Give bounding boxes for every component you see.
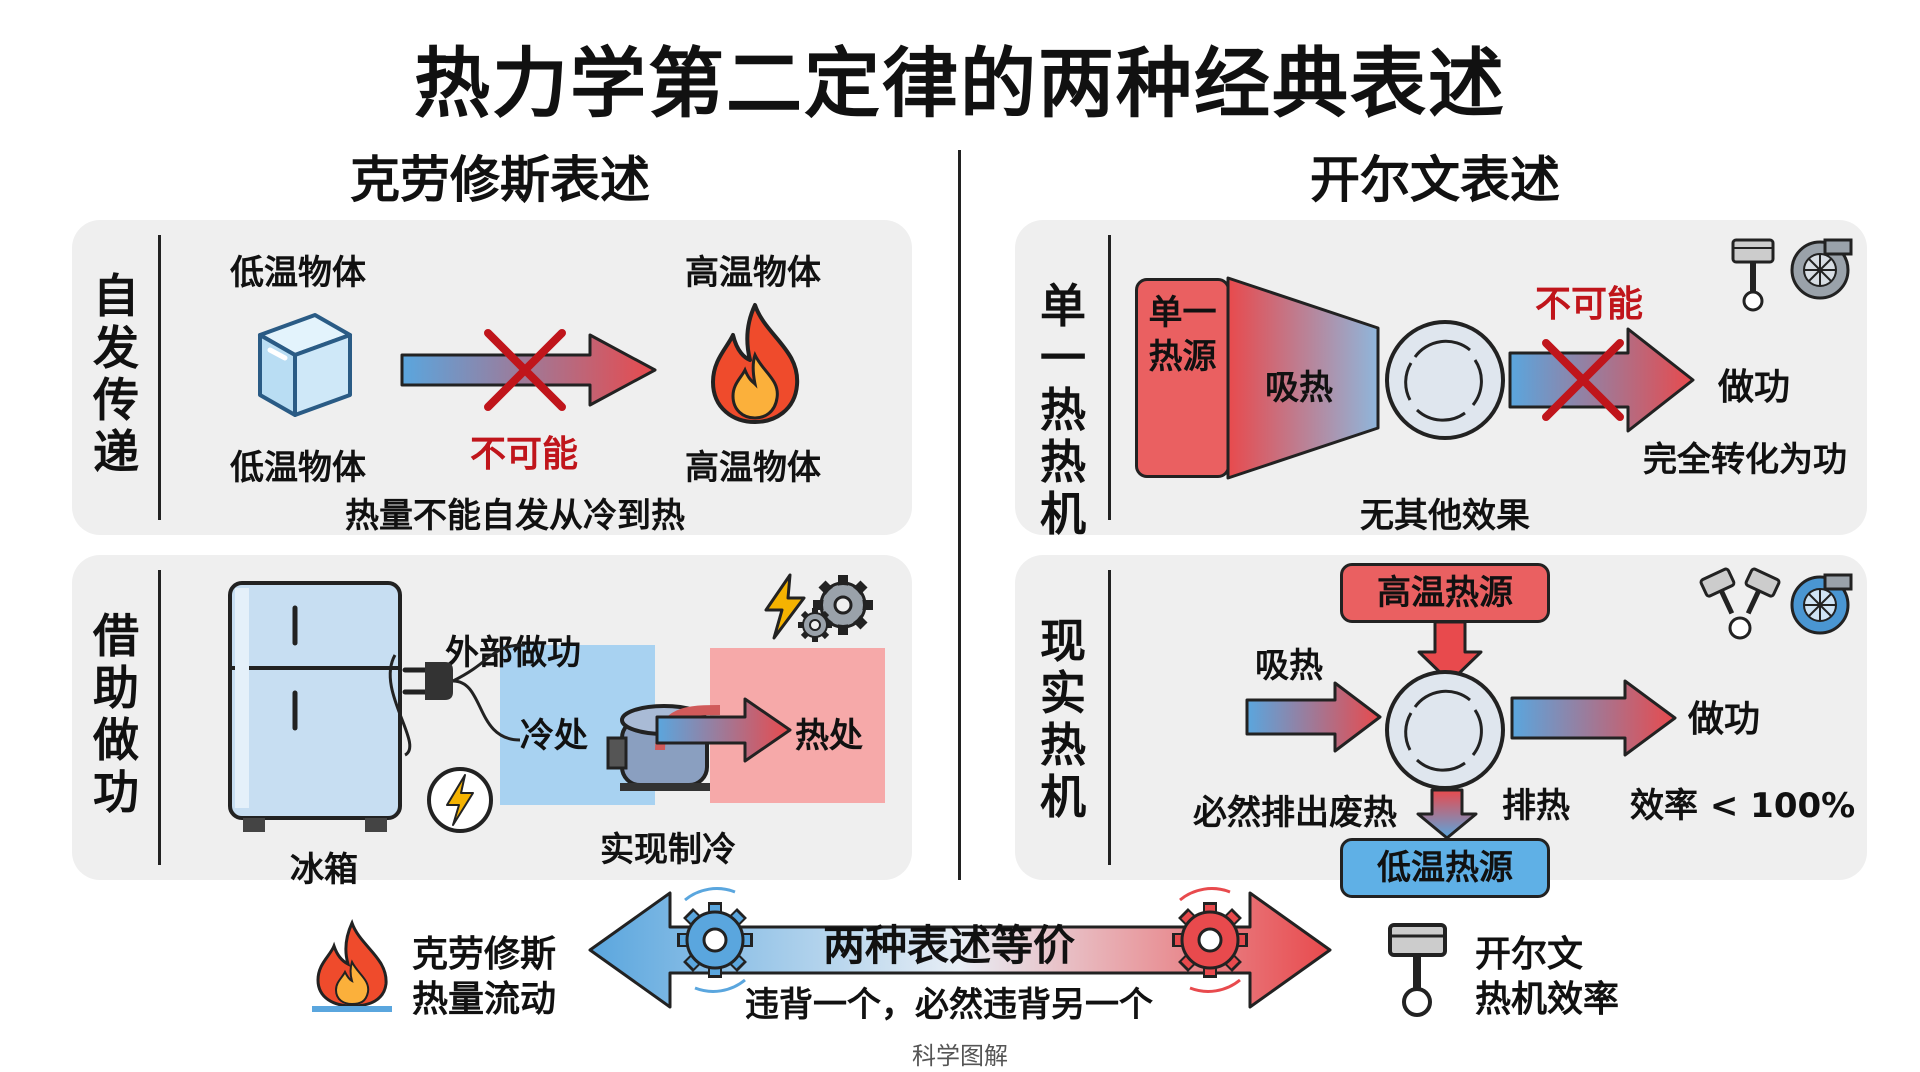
cold-reservoir-box: 低温热源: [1340, 838, 1550, 898]
lightning-icon: [427, 767, 493, 833]
kelvin-legend-line1: 开尔文: [1475, 934, 1584, 975]
kelvin-title: 开尔文表述: [1310, 151, 1560, 209]
center-divider: [958, 150, 961, 880]
footer-caption: 科学图解: [912, 1042, 1008, 1070]
hot-zone-label: 热处: [795, 716, 863, 756]
panel-divider: [158, 570, 161, 865]
single-absorb-label: 吸热: [1265, 368, 1333, 408]
turbine-icon: [1790, 238, 1853, 300]
hot-object-label-top: 高温物体: [685, 253, 821, 293]
real-engine-side-label: 现实热机: [1040, 614, 1086, 824]
single-engine-side-label: 单一热热机: [1040, 279, 1086, 541]
spontaneous-caption: 热量不能自发从冷到热: [345, 496, 685, 536]
hot-reservoir-label: 高温热源: [1377, 573, 1513, 613]
violation-caption: 违背一个，必然违背另一个: [745, 985, 1153, 1025]
cold-object-label-bottom: 低温物体: [230, 448, 366, 488]
engine-cycle-icon: [1385, 670, 1505, 790]
no-other-effect-caption: 无其他效果: [1360, 496, 1530, 536]
impossible-label-kelvin: 不可能: [1535, 284, 1644, 325]
efficiency-label: 效率 < 100%: [1630, 786, 1856, 826]
equivalence-label: 两种表述等价: [823, 921, 1076, 970]
panel-divider: [1108, 570, 1111, 865]
cooling-result-label: 实现制冷: [600, 830, 736, 870]
clausius-legend-line2: 热量流动: [412, 979, 557, 1020]
cross-icon: [1542, 339, 1624, 421]
engine-cycle-icon: [1385, 320, 1505, 440]
absorb-heat-arrow: [1245, 681, 1382, 753]
hot-reservoir-box: 高温热源: [1340, 563, 1550, 623]
real-work-arrow: [1510, 679, 1677, 757]
refrigerator-icon: [228, 581, 402, 832]
equivalence-double-arrow: [588, 891, 1332, 1009]
main-title: 热力学第二定律的两种经典表述: [414, 39, 1506, 128]
absorb-funnel: [1226, 276, 1380, 480]
waste-heat-label: 必然排出废热: [1193, 793, 1397, 833]
cold-object-label-top: 低温物体: [230, 253, 366, 293]
single-work-label: 做功: [1718, 367, 1791, 408]
piston-icon: [1731, 238, 1775, 312]
single-heat-source: 单一热源: [1135, 278, 1230, 478]
real-work-label: 做功: [1688, 699, 1761, 740]
gear-icon: [798, 608, 832, 642]
panel-divider: [158, 235, 161, 520]
gear-icon: [813, 575, 873, 635]
kelvin-legend-line2: 热机效率: [1475, 979, 1620, 1020]
cross-icon: [484, 329, 566, 411]
fridge-label: 冰箱: [290, 850, 358, 890]
lightning-icon: [764, 573, 806, 640]
heat-pump-arrow: [655, 697, 792, 763]
piston-icon: [1699, 567, 1781, 640]
external-work-label: 外部做功: [445, 633, 581, 673]
turbine-icon: [1790, 573, 1853, 635]
spontaneous-side-label: 自发传递: [93, 269, 139, 479]
ice-cube-icon: [258, 313, 352, 417]
work-assisted-side-label: 借助做功: [93, 609, 139, 819]
hot-object-label-bottom: 高温物体: [685, 448, 821, 488]
piston-icon: [1388, 923, 1447, 1017]
gear-icon: [677, 887, 753, 993]
real-absorb-label: 吸热: [1255, 646, 1323, 686]
panel-divider: [1108, 235, 1111, 520]
flame-icon: [312, 918, 392, 1012]
exhaust-label: 排热: [1502, 786, 1570, 826]
full-conversion-label: 完全转化为功: [1643, 440, 1847, 480]
single-heat-source-label: 单一热源: [1148, 293, 1217, 377]
gear-icon: [1172, 887, 1248, 993]
plug-icon: [402, 643, 526, 742]
cold-zone-label: 冷处: [520, 716, 588, 756]
impossible-label-clausius: 不可能: [470, 434, 579, 475]
power-wire: [388, 654, 412, 757]
cold-reservoir-label: 低温热源: [1377, 848, 1513, 888]
heat-in-arrow: [1417, 620, 1483, 684]
clausius-legend-line1: 克劳修斯: [412, 934, 557, 975]
exhaust-heat-arrow: [1416, 788, 1478, 840]
clausius-title: 克劳修斯表述: [350, 151, 650, 209]
flame-icon: [711, 303, 800, 424]
